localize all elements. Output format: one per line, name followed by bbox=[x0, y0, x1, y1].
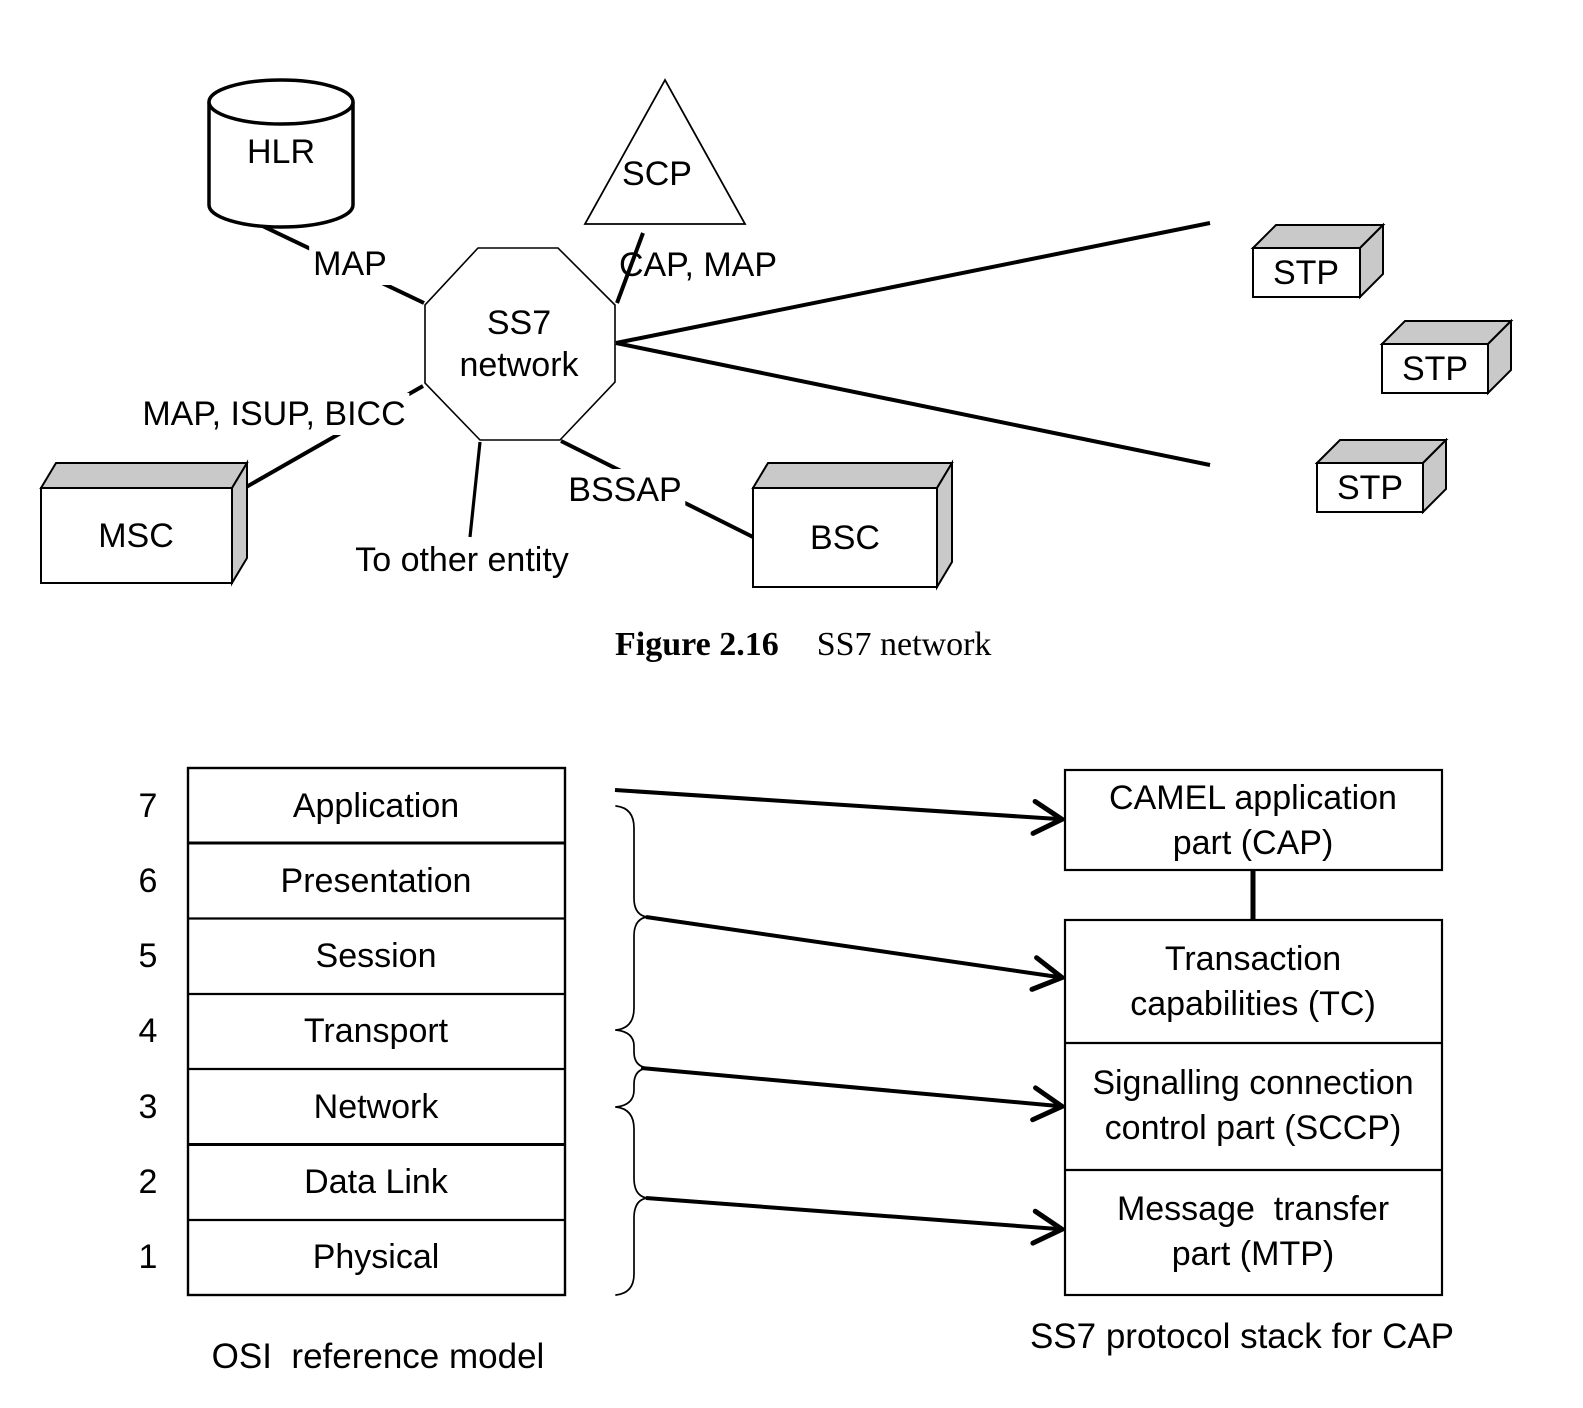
brace-tc-layers bbox=[615, 805, 648, 1031]
arrow-layers-to-mtp bbox=[645, 1196, 1068, 1246]
osi-layer-session: Session bbox=[315, 937, 437, 975]
arrow-layers-to-tc bbox=[645, 915, 1067, 992]
sccp-box-line1: Signalling connection bbox=[1092, 1064, 1414, 1102]
tc-box-line1: Transaction bbox=[1164, 940, 1342, 978]
msc-box bbox=[39, 459, 249, 587]
ss7-stack-caption: SS7 protocol stack for CAP bbox=[1029, 1317, 1455, 1356]
osi-model-caption: OSI reference model bbox=[211, 1337, 545, 1376]
stp-node-label-top: STP bbox=[1272, 254, 1340, 292]
cap-box-line2: part (CAP) bbox=[1172, 824, 1334, 862]
cap-box-line1: CAMEL application bbox=[1109, 779, 1397, 817]
tc-box-line2: capabilities (TC) bbox=[1130, 985, 1376, 1023]
sccp-box-line2: control part (SCCP) bbox=[1104, 1109, 1402, 1147]
osi-layer-transport: Transport bbox=[303, 1012, 449, 1050]
scp-node-label: SCP bbox=[622, 155, 692, 193]
osi-layer-number-7: 7 bbox=[138, 787, 158, 825]
hlr-node-label: HLR bbox=[246, 133, 316, 171]
osi-layer-application: Application bbox=[292, 787, 460, 825]
ss7-network-label-line2: network bbox=[459, 346, 579, 384]
scp-triangle bbox=[583, 78, 747, 225]
ss7-octagon bbox=[424, 247, 616, 441]
mtp-box-line1: Message transfer bbox=[1116, 1190, 1390, 1228]
osi-layer-network: Network bbox=[313, 1088, 439, 1126]
figure-caption: Figure 2.16 SS7 network bbox=[615, 626, 991, 664]
stp-box-bottom bbox=[1314, 437, 1449, 515]
stp-node-label-middle: STP bbox=[1401, 350, 1469, 388]
cap-box-label: CAMEL application part (CAP) bbox=[1109, 776, 1397, 866]
brace-mtp-layers bbox=[615, 1106, 648, 1296]
bsc-box bbox=[751, 459, 954, 591]
stp-node-label-bottom: STP bbox=[1336, 469, 1404, 507]
arrow-network-to-sccp bbox=[640, 1066, 1068, 1123]
bssap-protocol-label: BSSAP bbox=[564, 469, 686, 511]
other-entity-label: To other entity bbox=[355, 541, 569, 579]
msc-node-label: MSC bbox=[98, 517, 174, 555]
osi-layer-physical: Physical bbox=[312, 1238, 440, 1276]
bsc-node-label: BSC bbox=[810, 519, 880, 557]
layer-group-braces bbox=[615, 805, 648, 1296]
figure-number: Figure 2.16 bbox=[615, 626, 779, 663]
osi-layer-presentation: Presentation bbox=[280, 862, 472, 900]
stp-link-line-upper bbox=[615, 221, 1211, 345]
ss7-network-label: SS7 network bbox=[459, 302, 578, 386]
msc-protocols-label: MAP, ISUP, BICC bbox=[138, 393, 410, 435]
arrow-application-to-cap bbox=[614, 788, 1068, 836]
cap-box bbox=[1063, 768, 1444, 872]
osi-layer-number-3: 3 bbox=[138, 1088, 158, 1126]
osi-stack-box bbox=[186, 766, 567, 1297]
stp-box-top bbox=[1250, 222, 1386, 300]
osi-layer-number-4: 4 bbox=[138, 1012, 158, 1050]
hlr-cylinder bbox=[207, 78, 355, 229]
cap-map-protocol-label: CAP, MAP bbox=[618, 246, 778, 284]
stp-link-line-lower bbox=[615, 341, 1211, 467]
osi-layer-number-1: 1 bbox=[138, 1238, 158, 1276]
osi-layer-number-6: 6 bbox=[138, 862, 158, 900]
scp-ss7-link-line bbox=[615, 232, 645, 304]
osi-layer-number-2: 2 bbox=[138, 1163, 158, 1201]
ss7-network-label-line1: SS7 bbox=[486, 304, 552, 342]
ss7-stack-boxes bbox=[1063, 768, 1444, 1297]
mapping-arrows bbox=[614, 788, 1068, 1246]
stp-box-middle bbox=[1379, 318, 1514, 396]
map-protocol-label: MAP bbox=[309, 243, 391, 285]
mtp-box-label: Message transfer part (MTP) bbox=[1117, 1187, 1389, 1277]
tc-box-label: Transaction capabilities (TC) bbox=[1130, 937, 1376, 1027]
figure-title: SS7 network bbox=[816, 626, 992, 663]
other-entity-link-line bbox=[468, 441, 482, 538]
osi-layer-number-5: 5 bbox=[138, 937, 158, 975]
mtp-box-line2: part (MTP) bbox=[1171, 1235, 1335, 1273]
sccp-box-label: Signalling connection control part (SCCP… bbox=[1092, 1061, 1413, 1151]
lower-stack-box bbox=[1063, 918, 1444, 1297]
osi-layer-data-link: Data Link bbox=[304, 1163, 448, 1201]
